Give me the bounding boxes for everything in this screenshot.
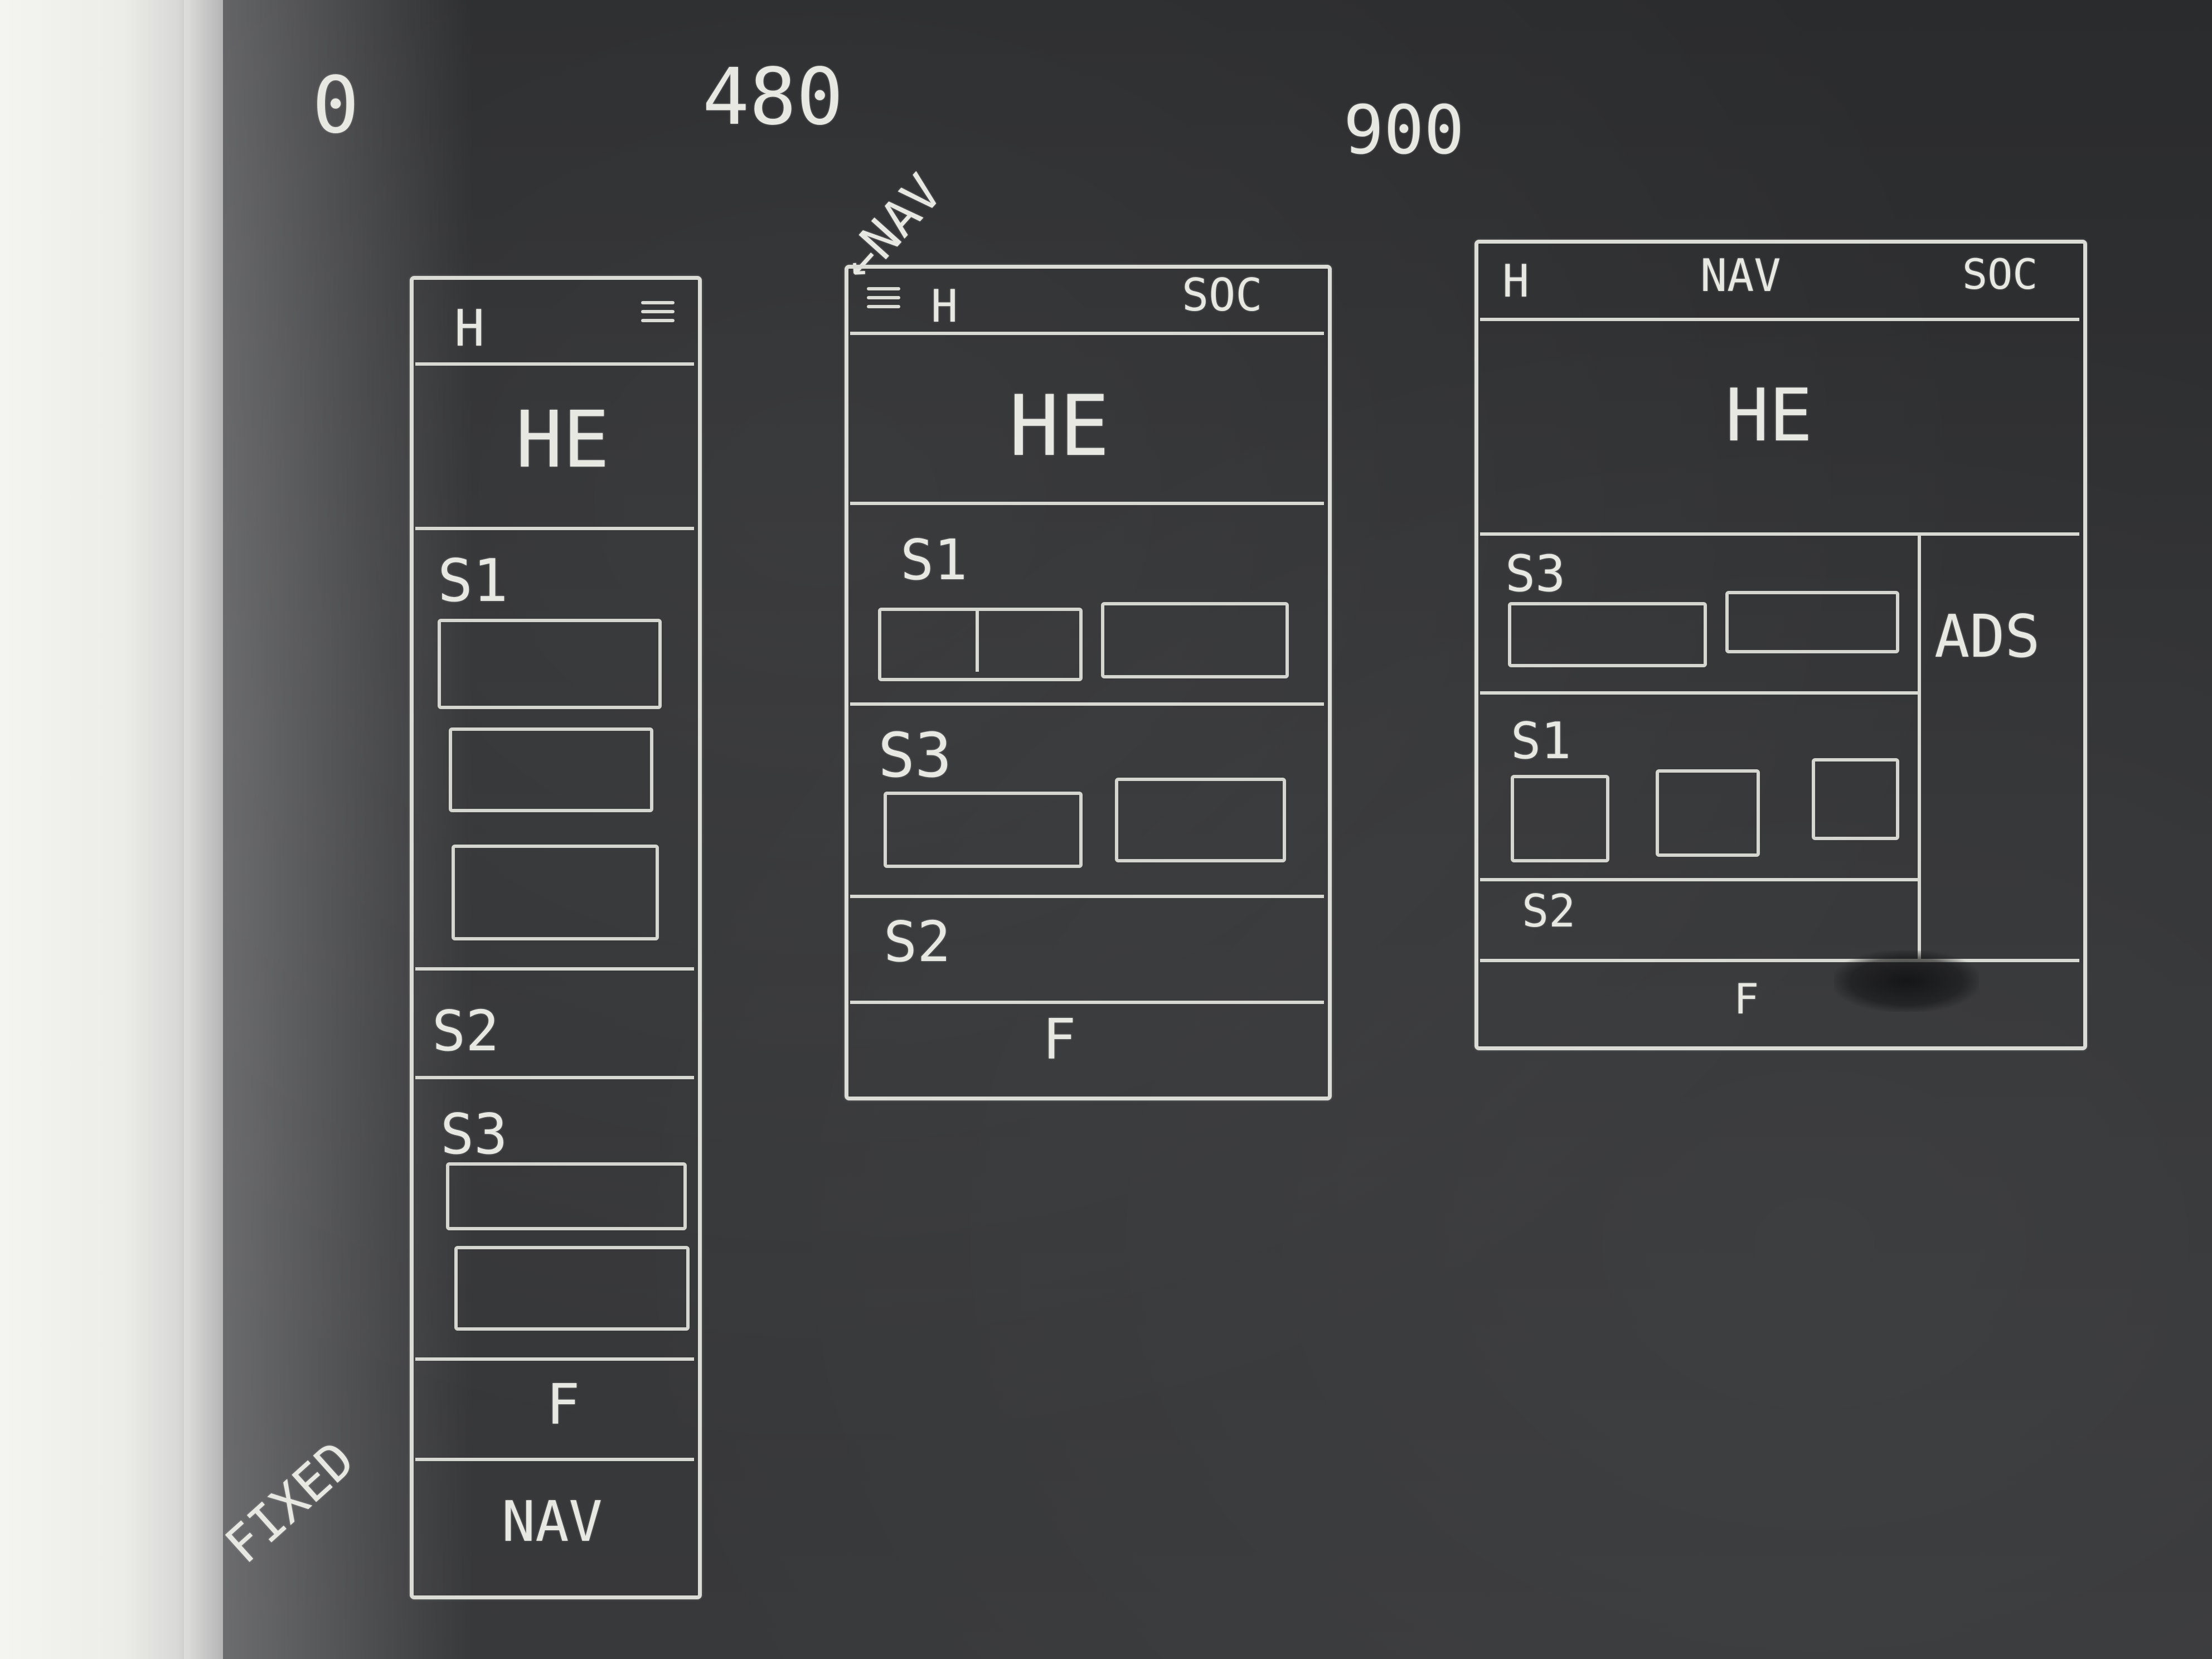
mobile-s1-card-1 <box>438 619 662 709</box>
mobile-s1-label: S1 <box>438 547 508 615</box>
mobile-hero-divider <box>415 527 694 530</box>
tablet-header-h: H <box>931 280 958 332</box>
mobile-s1-card-3 <box>452 845 659 940</box>
desktop-s1-card-1 <box>1511 775 1609 862</box>
desktop-s1-divider <box>1480 878 1918 881</box>
desktop-header-h: H <box>1502 255 1530 307</box>
desktop-ads-label: ADS <box>1934 603 2040 671</box>
tablet-hero-label: HE <box>1009 378 1110 475</box>
white-wall <box>0 0 223 1659</box>
tablet-s2-label: S2 <box>884 909 951 974</box>
desktop-s2-divider <box>1480 959 2079 962</box>
mobile-s3-label: S3 <box>440 1102 508 1167</box>
tablet-header-divider <box>850 332 1324 335</box>
mobile-frame <box>410 276 702 1599</box>
mobile-header-h: H <box>454 299 485 358</box>
desktop-s2-label: S2 <box>1522 885 1576 937</box>
chalk-smudge <box>1834 950 1979 1012</box>
breakpoint-480-label: 480 <box>702 52 843 143</box>
tablet-s1-divider <box>850 702 1324 706</box>
tablet-s3-divider <box>850 895 1324 898</box>
breakpoint-900-label: 900 <box>1343 92 1464 169</box>
mobile-footer-divider <box>415 1458 694 1461</box>
tablet-footer-label: F <box>1042 1007 1076 1072</box>
desktop-footer-label: F <box>1734 974 1759 1023</box>
mobile-s1-card-2 <box>449 727 653 812</box>
desktop-hero-divider <box>1480 532 2079 536</box>
desktop-s1-card-2 <box>1656 769 1760 857</box>
tablet-s1-card-1 <box>878 608 1083 681</box>
mobile-footer-label: F <box>546 1372 580 1437</box>
mobile-s3-divider <box>415 1357 694 1361</box>
desktop-s1-label: S1 <box>1511 712 1571 770</box>
mobile-s3-card-2 <box>454 1246 690 1331</box>
tablet-frame <box>845 265 1332 1100</box>
mobile-nav-label: NAV <box>502 1489 603 1554</box>
mobile-s3-card-1 <box>446 1162 687 1230</box>
tablet-s1-card-2 <box>1101 602 1289 678</box>
desktop-s3-card-2 <box>1725 591 1899 653</box>
desktop-frame <box>1474 240 2087 1050</box>
desktop-nav-label: NAV <box>1700 250 1781 302</box>
desktop-s3-label: S3 <box>1505 545 1566 603</box>
breakpoint-0-label: 0 <box>312 60 360 151</box>
tablet-s3-card-1 <box>884 792 1083 868</box>
desktop-s3-divider <box>1480 691 1918 695</box>
tablet-hero-divider <box>850 502 1324 505</box>
tablet-s1-label: S1 <box>900 527 968 593</box>
mobile-s2-label: S2 <box>432 998 499 1064</box>
desktop-s1-card-3 <box>1812 758 1899 840</box>
tablet-s3-label: S3 <box>878 720 952 791</box>
desktop-header-divider <box>1480 318 2079 321</box>
tablet-soc-label: SOC <box>1182 269 1263 321</box>
desktop-soc-label: SOC <box>1962 250 2038 299</box>
desktop-hero-label: HE <box>1725 373 1813 458</box>
tablet-s2-divider <box>850 1001 1324 1004</box>
tablet-s1-card-split <box>976 610 979 672</box>
mobile-s2-divider <box>415 1076 694 1079</box>
tablet-s3-card-2 <box>1115 778 1286 862</box>
hamburger-menu-icon <box>867 287 900 314</box>
mobile-header-divider <box>415 362 694 366</box>
mobile-s1-divider <box>415 967 694 971</box>
hamburger-menu-icon <box>641 301 675 328</box>
desktop-ads-column-divider <box>1918 532 1921 959</box>
desktop-s3-card-1 <box>1508 602 1707 667</box>
mobile-hero-label: HE <box>516 395 610 486</box>
